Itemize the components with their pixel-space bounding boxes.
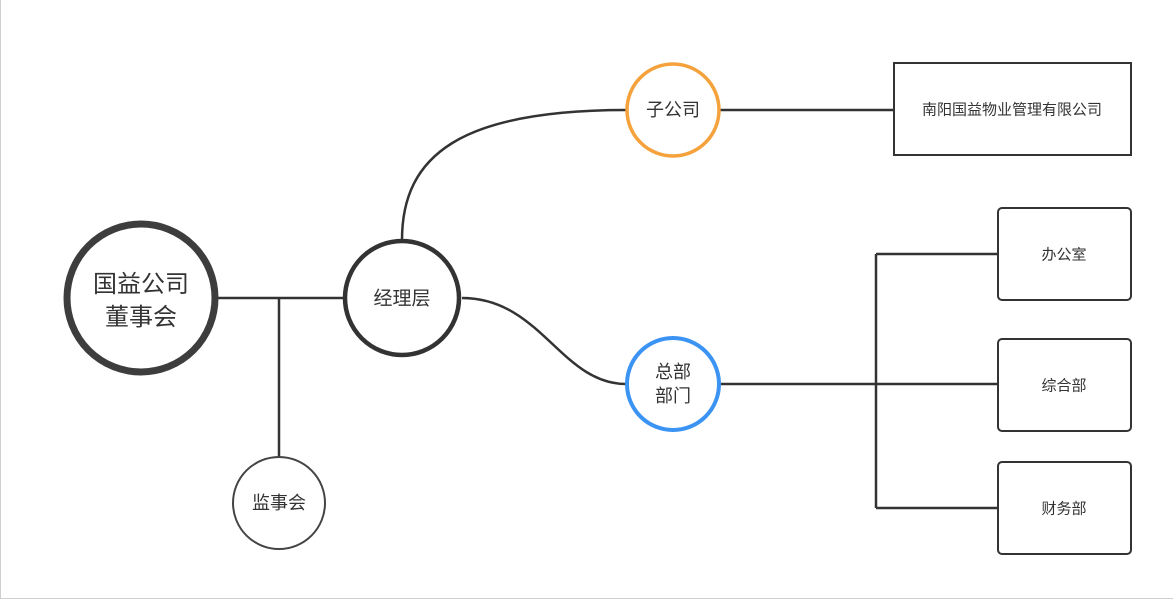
supervisory-node-shape <box>232 456 326 550</box>
connector-management-subsidiary <box>400 108 627 241</box>
management-node-label: 经理层 <box>373 288 430 310</box>
property-company-node-shape <box>893 62 1132 156</box>
finance-dept-node-label: 财务部 <box>1041 500 1086 518</box>
general-dept-node[interactable]: 综合部 <box>997 338 1132 432</box>
headquarters-node-label-line2: 部门 <box>655 386 691 407</box>
subsidiary-node[interactable]: 子公司 <box>625 62 721 158</box>
subsidiary-node-shape <box>625 62 721 158</box>
board-node-shape <box>63 220 219 376</box>
connector-management-headquarters <box>461 296 627 386</box>
property-company-node-label: 南阳国益物业管理有限公司 <box>922 101 1102 119</box>
finance-dept-node-shape <box>997 461 1132 555</box>
office-node[interactable]: 办公室 <box>997 207 1132 301</box>
board-node-label-line1: 国益公司 <box>93 270 189 298</box>
connectors <box>217 108 998 510</box>
finance-dept-node[interactable]: 财务部 <box>997 461 1132 555</box>
office-node-label: 办公室 <box>1041 246 1086 264</box>
management-node-shape <box>342 238 462 358</box>
general-dept-node-label: 综合部 <box>1041 377 1086 395</box>
general-dept-node-shape <box>997 338 1132 432</box>
office-node-shape <box>997 207 1132 301</box>
headquarters-node[interactable]: 总部 部门 <box>625 336 721 432</box>
supervisory-node[interactable]: 监事会 <box>232 456 326 550</box>
subsidiary-node-label: 子公司 <box>646 100 700 121</box>
headquarters-node-label-line1: 总部 <box>655 362 691 383</box>
board-node-label-line2: 董事会 <box>105 303 177 331</box>
property-company-node[interactable]: 南阳国益物业管理有限公司 <box>893 62 1132 156</box>
management-node[interactable]: 经理层 <box>342 238 462 358</box>
headquarters-node-shape <box>625 336 721 432</box>
supervisory-node-label: 监事会 <box>252 493 306 514</box>
board-node[interactable]: 国益公司 董事会 <box>63 220 219 376</box>
